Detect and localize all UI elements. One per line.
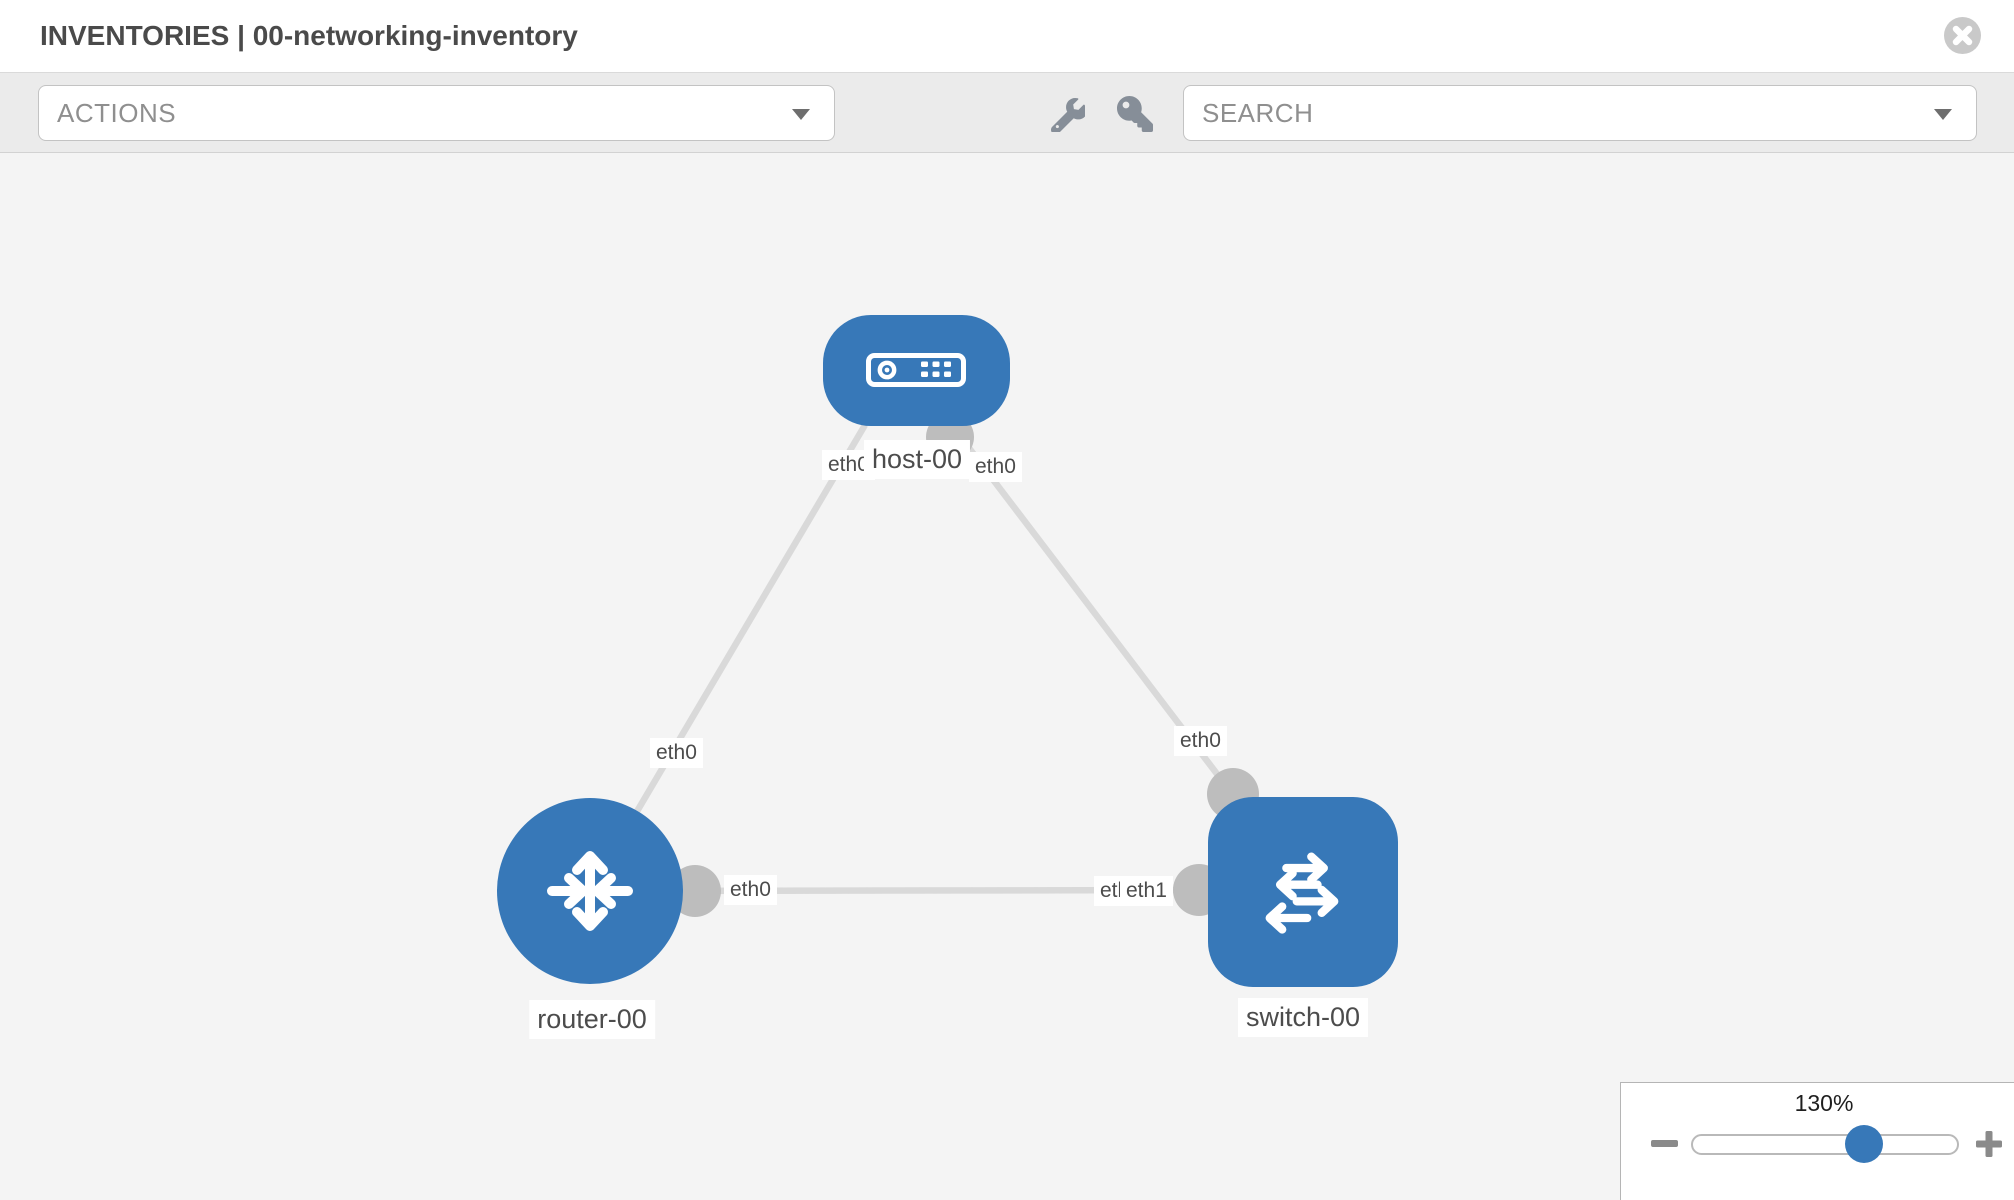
chevron-down-icon — [1934, 109, 1952, 120]
close-icon — [1944, 17, 1981, 54]
plus-icon — [1976, 1131, 2002, 1157]
links-layer — [587, 413, 1259, 917]
switch-icon — [1265, 852, 1339, 934]
search-dropdown-label: SEARCH — [1202, 98, 1314, 128]
zoom-slider-handle[interactable] — [1845, 1125, 1883, 1163]
page-title: INVENTORIES | 00-networking-inventory — [40, 20, 578, 51]
host-icon — [866, 353, 966, 387]
interface-label: eth1 — [1120, 876, 1173, 906]
chevron-down-icon — [792, 109, 810, 120]
interface-label: eth0 — [724, 875, 777, 905]
zoom-percentage: 130% — [1794, 1090, 1854, 1116]
interface-label: eth0 — [650, 738, 703, 768]
topology-canvas[interactable]: eth0 host-00 eth0 eth0 eth0 eth0 eth0 et… — [0, 153, 2014, 1200]
zoom-in-button[interactable] — [1974, 1129, 2004, 1164]
interface-label: eth0 — [1174, 726, 1227, 756]
wrench-button[interactable] — [1050, 98, 1088, 137]
wrench-icon — [1050, 98, 1088, 135]
actions-dropdown-label: ACTIONS — [57, 98, 177, 128]
zoom-out-button[interactable] — [1651, 1140, 1678, 1147]
node-host-00[interactable] — [823, 315, 1010, 426]
interface-label: eth0 — [969, 452, 1022, 482]
zoom-slider-track[interactable] — [1691, 1134, 1959, 1155]
key-button[interactable] — [1117, 96, 1153, 137]
node-label-host-00: host-00 — [863, 440, 971, 479]
node-label-switch-00: switch-00 — [1237, 998, 1369, 1037]
toolbar: ACTIONS SEARCH — [0, 72, 2014, 153]
node-label-router-00: router-00 — [529, 1000, 655, 1039]
node-switch-00[interactable] — [1208, 797, 1398, 987]
search-dropdown[interactable]: SEARCH — [1183, 85, 1977, 141]
key-icon — [1117, 96, 1153, 132]
router-icon — [547, 851, 633, 931]
close-button[interactable] — [1944, 17, 1981, 54]
actions-dropdown[interactable]: ACTIONS — [38, 85, 835, 141]
zoom-control-panel: 130% — [1620, 1082, 2014, 1200]
node-router-00[interactable] — [497, 798, 683, 984]
header: INVENTORIES | 00-networking-inventory — [0, 0, 2014, 72]
